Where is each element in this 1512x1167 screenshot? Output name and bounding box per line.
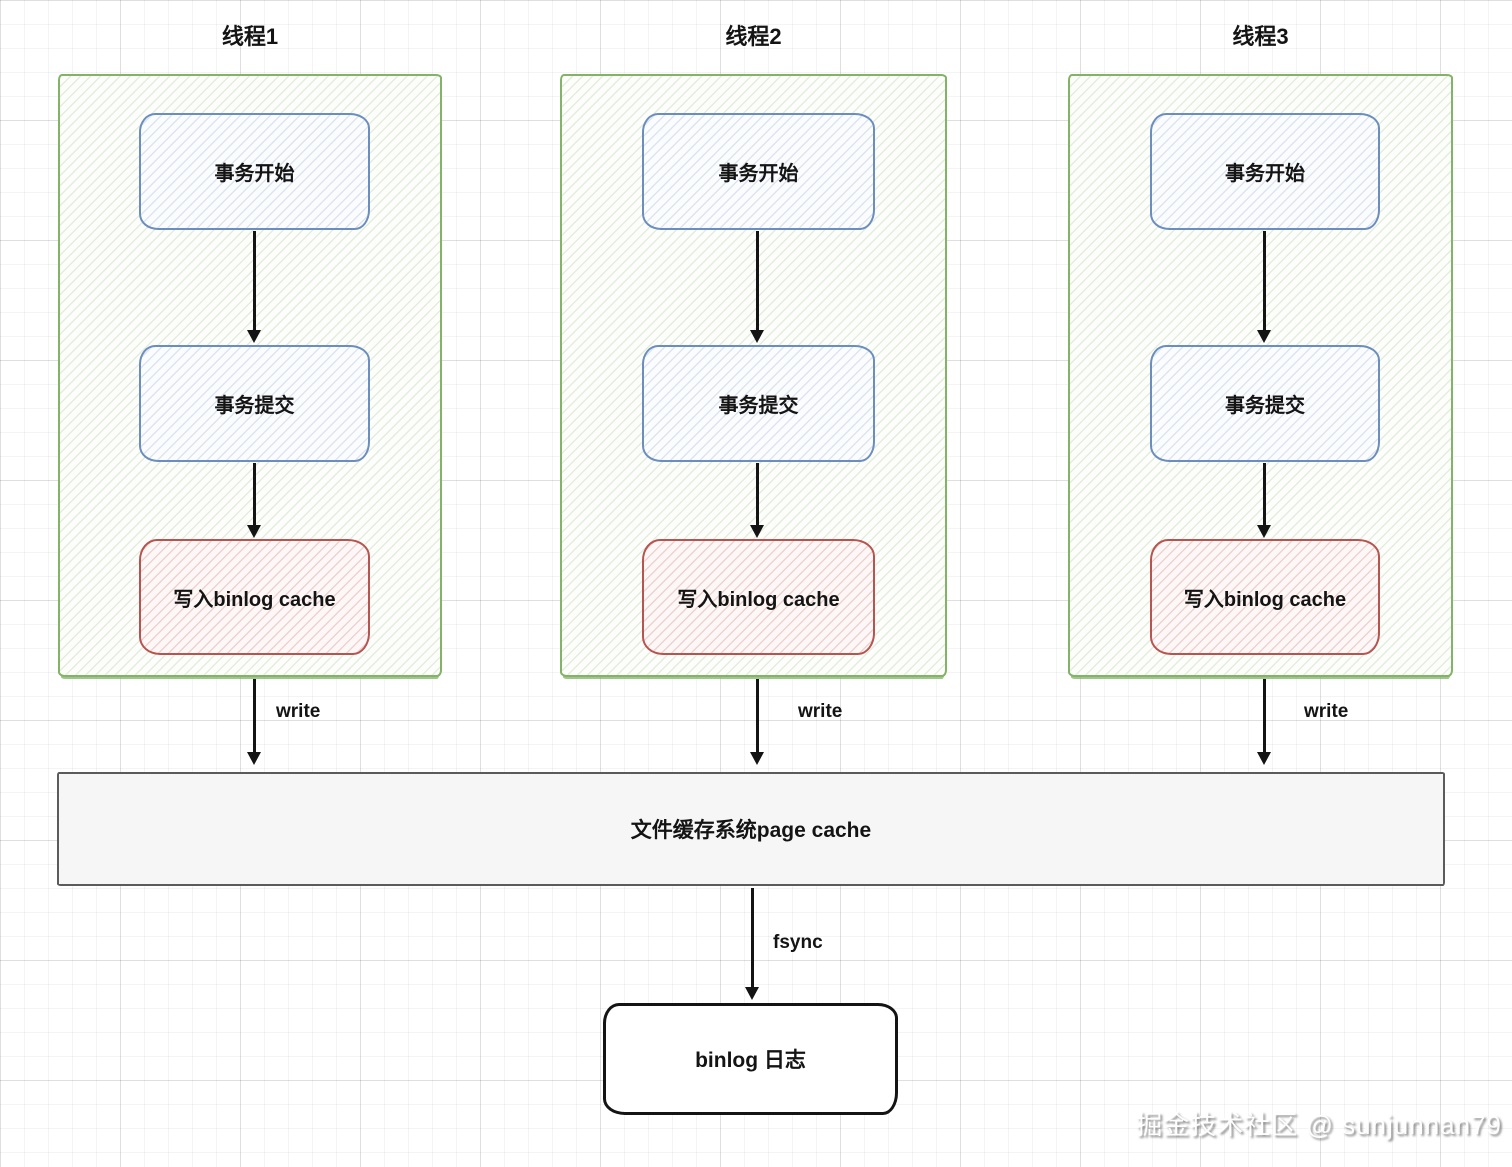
write-label-2: write [798,701,843,722]
thread-2-node-transaction-commit: 事务提交 [642,345,875,462]
arrow-start-to-commit-3 [1263,231,1266,330]
arrow-commit-to-cache-1 [253,463,256,525]
watermark: 掘金技术社区 @ sunjunnan79 [1136,1110,1502,1140]
fsync-label: fsync [773,932,823,953]
write-arrow-2 [756,679,759,752]
thread-1-node-transaction-start: 事务开始 [139,113,370,230]
thread-3-node-write-binlog-cache: 写入binlog cache [1150,539,1380,655]
write-arrow-3 [1263,679,1266,752]
thread-1-node-write-binlog-cache: 写入binlog cache [139,539,370,655]
thread-3-node-transaction-start: 事务开始 [1150,113,1380,230]
write-arrow-1 [253,679,256,752]
thread-3-title: 线程3 [1232,24,1289,49]
thread-1-title: 线程1 [221,24,279,49]
page-cache-box: 文件缓存系统page cache [57,772,1445,886]
write-label-3: write [1304,701,1349,722]
thread-1-node-transaction-commit: 事务提交 [139,345,370,462]
thread-2-node-transaction-start: 事务开始 [642,113,875,230]
binlog-file-box: binlog 日志 [603,1003,898,1115]
thread-2-node-write-binlog-cache: 写入binlog cache [642,539,875,655]
write-label-1: write [276,701,321,722]
arrow-start-to-commit-1 [253,231,256,330]
thread-2-title: 线程2 [725,24,782,49]
arrow-commit-to-cache-2 [756,463,759,525]
thread-3-node-transaction-commit: 事务提交 [1150,345,1380,462]
fsync-arrow [751,888,754,987]
arrow-commit-to-cache-3 [1263,463,1266,525]
arrow-start-to-commit-2 [756,231,759,330]
